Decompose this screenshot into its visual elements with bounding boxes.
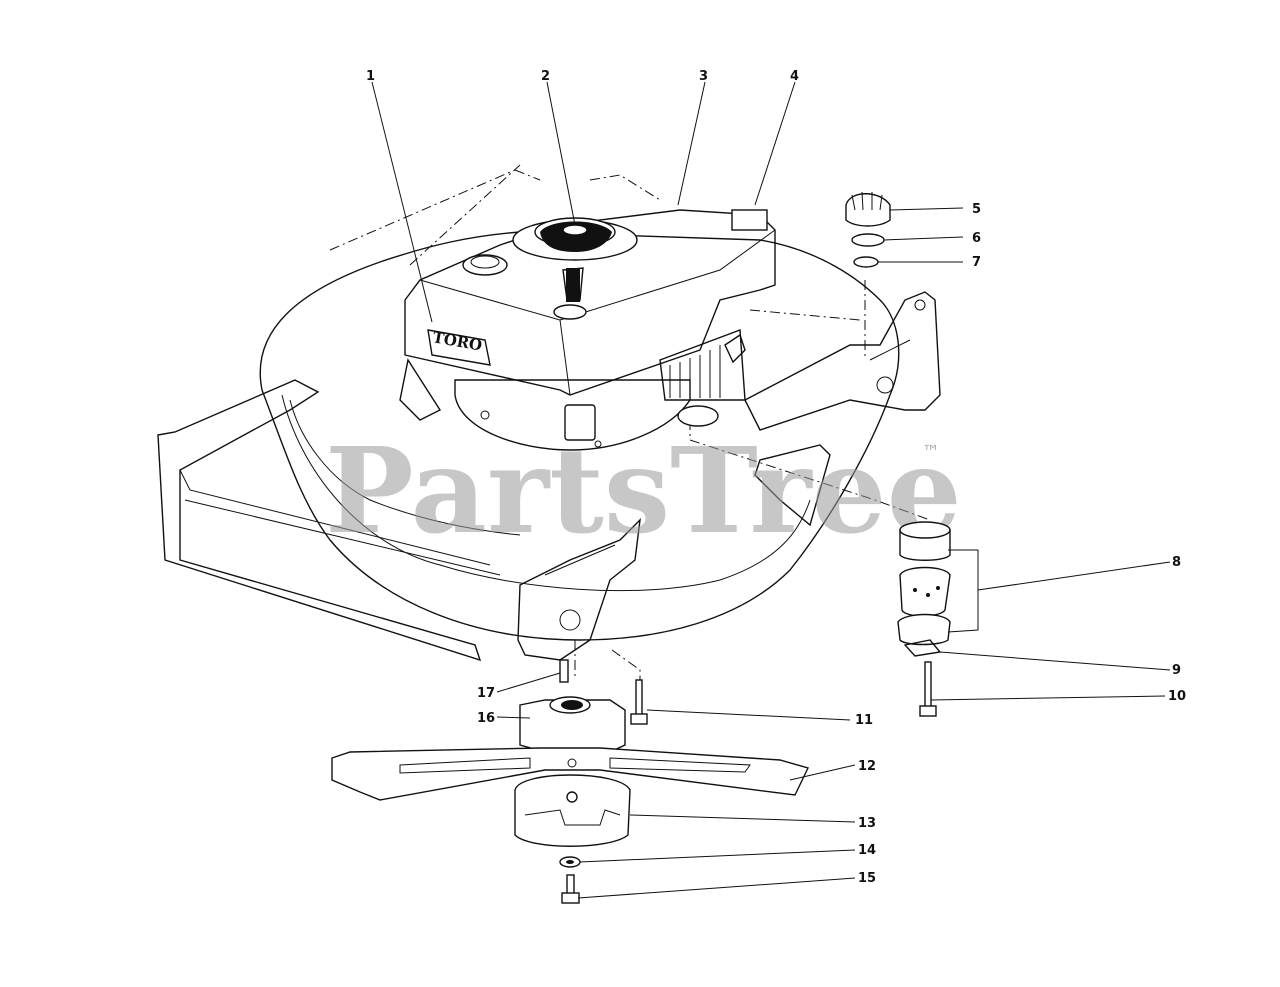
blade-adapter-stack bbox=[897, 521, 979, 646]
callout-3: 3 bbox=[699, 69, 708, 84]
right-height-adjuster bbox=[744, 291, 941, 431]
callout-2: 2 bbox=[541, 69, 550, 84]
callout-4: 4 bbox=[790, 69, 799, 84]
callout-5: 5 bbox=[972, 202, 981, 217]
watermark: PartsTree bbox=[325, 421, 962, 560]
callout-15: 15 bbox=[858, 871, 876, 886]
callout-1: 1 bbox=[366, 69, 375, 84]
callout-labels: 1 2 3 4 5 6 7 8 9 10 11 12 13 14 15 16 1… bbox=[366, 69, 1186, 886]
callout-9: 9 bbox=[1172, 663, 1181, 678]
callout-12: 12 bbox=[858, 759, 876, 774]
callout-6: 6 bbox=[972, 231, 981, 246]
engine bbox=[399, 209, 776, 451]
left-height-adjuster bbox=[517, 518, 641, 661]
watermark-trademark: ™ bbox=[922, 442, 940, 463]
bolt-part-10 bbox=[919, 661, 937, 717]
dust-cap-parts bbox=[845, 191, 891, 268]
mower-deck bbox=[259, 231, 900, 641]
callout-7: 7 bbox=[972, 255, 981, 270]
callout-14: 14 bbox=[858, 843, 876, 858]
callout-17: 17 bbox=[477, 686, 495, 701]
callout-10: 10 bbox=[1168, 689, 1186, 704]
discharge-chute bbox=[754, 444, 831, 527]
leader-lines bbox=[371, 81, 1171, 899]
callout-16: 16 bbox=[477, 711, 495, 726]
callout-8: 8 bbox=[1172, 555, 1181, 570]
blade-assembly bbox=[331, 659, 809, 904]
decal-part-4 bbox=[731, 209, 768, 231]
callout-11: 11 bbox=[855, 713, 873, 728]
front-bumper bbox=[157, 379, 501, 662]
callout-13: 13 bbox=[858, 816, 876, 831]
